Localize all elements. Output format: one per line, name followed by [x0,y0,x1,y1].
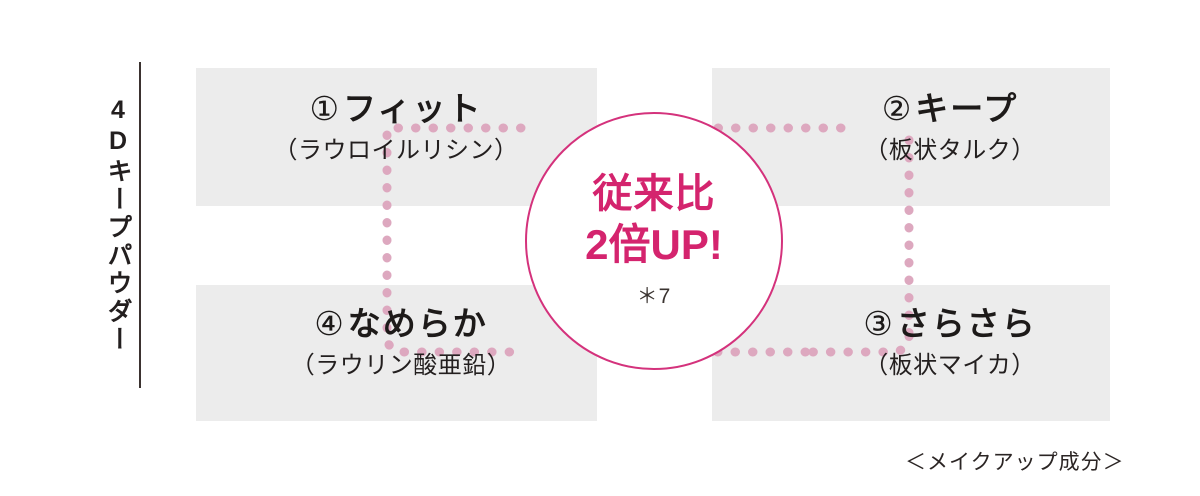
center-badge-footnote: ＊7 [636,284,672,308]
quadrant-keep-ingredient: （板状タルク） [864,136,1036,164]
quadrant-sarasara-number: ③ [863,305,893,342]
center-badge-line2: 2倍UP! [585,220,723,268]
quadrant-fit-number: ① [309,90,340,127]
quadrant-fit-ingredient: （ラウロイルリシン） [273,136,519,164]
vertical-divider-rule [139,62,141,388]
quadrant-fit-label: フィット [343,90,483,127]
quadrant-sarasara-ingredient: （板状マイカ） [864,351,1036,379]
quadrant-keep-number: ② [881,90,912,127]
center-badge-line1: 従来比 [592,172,716,217]
quadrant-nameraka-ingredient: （ラウリン酸亜鉛） [290,351,512,379]
quadrant-nameraka-label: なめらか [347,305,488,342]
center-badge-circle: 従来比 2倍UP! ＊7 [525,112,783,370]
quadrant-keep-label: キープ [915,90,1019,127]
footer-caption: ＜メイクアップ成分＞ [905,451,1125,474]
quadrant-nameraka-number: ④ [314,305,344,342]
product-vertical-label: 4Dキープパウダー [104,96,132,354]
quadrant-sarasara-label: さらさら [896,305,1037,342]
